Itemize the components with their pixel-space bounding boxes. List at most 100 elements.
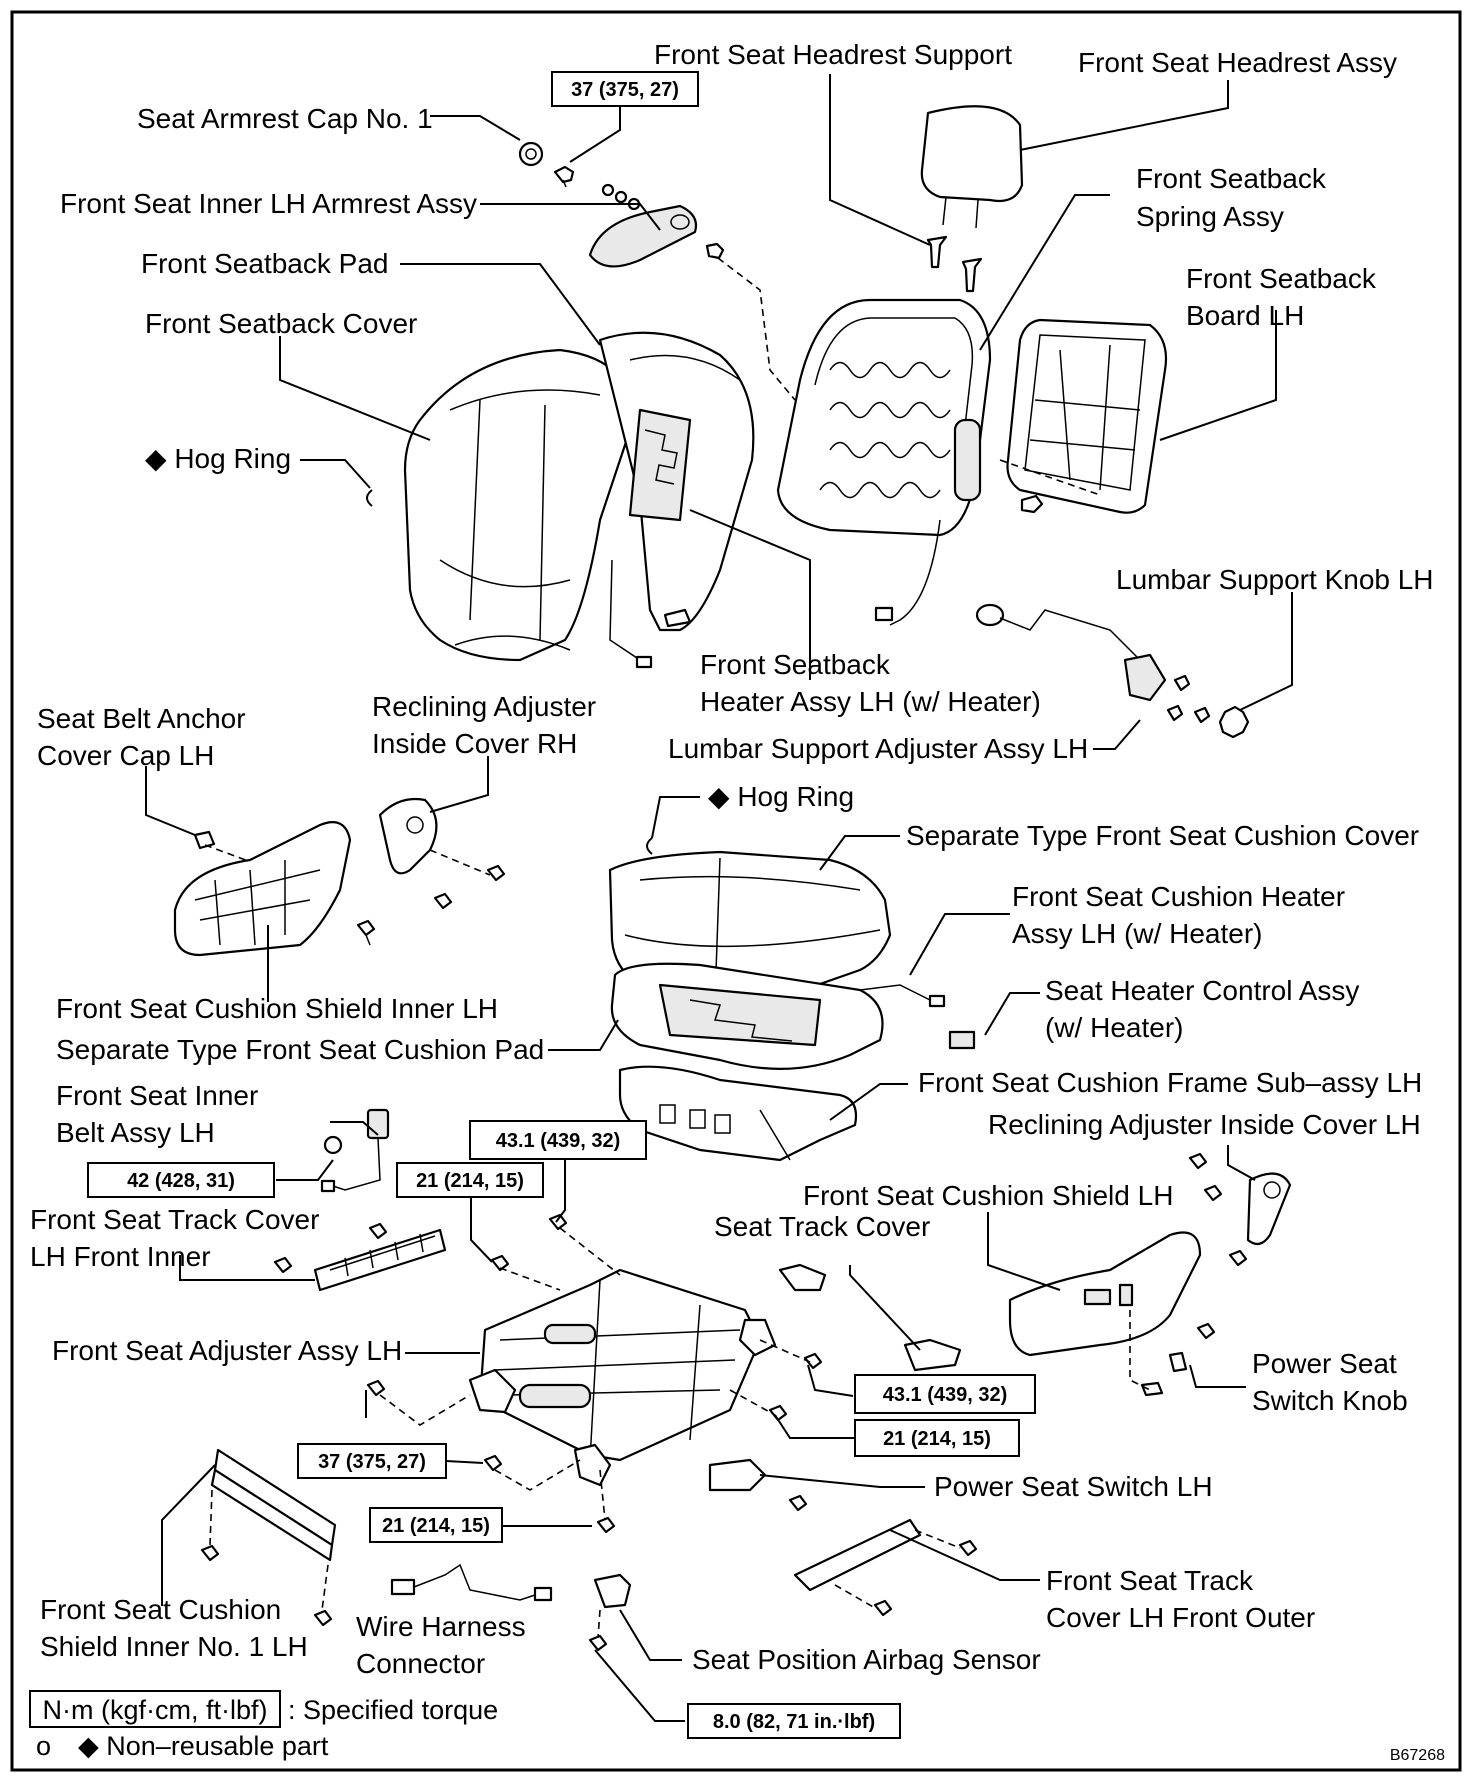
- label-reclining-adjuster-inside-cover-rh-2: Inside Cover RH: [372, 728, 577, 759]
- label-hog-ring-upper: ◆ Hog Ring: [145, 443, 291, 474]
- torque-box-adjuster-front-left: 37 (375, 27): [297, 1443, 447, 1479]
- torque-box-adjuster-bottom: 21 (214, 15): [369, 1507, 503, 1543]
- label-front-seatback-pad: Front Seatback Pad: [141, 248, 388, 279]
- torque-text-adjuster-rear-mid: 43.1 (439, 32): [496, 1130, 621, 1152]
- label-front-seat-cushion-shield-lh: Front Seat Cushion Shield LH: [803, 1180, 1173, 1211]
- label-front-seat-cushion-heater-2: Assy LH (w/ Heater): [1012, 918, 1263, 949]
- label-wire-harness-connector-2: Connector: [356, 1648, 485, 1679]
- label-front-seat-cushion-shield-inner-no1-lh-2: Shield Inner No. 1 LH: [40, 1631, 308, 1662]
- label-front-seat-headrest-support: Front Seat Headrest Support: [654, 39, 1012, 70]
- seatback-heater-drawing: [609, 408, 692, 669]
- figure-code: B67268: [1390, 1747, 1445, 1764]
- wire-harness-drawing: [390, 1563, 553, 1602]
- torque-text-inner-belt: 42 (428, 31): [127, 1170, 235, 1192]
- label-front-seat-adjuster-assy-lh: Front Seat Adjuster Assy LH: [52, 1335, 402, 1366]
- track-cover-inner-drawing: [273, 1222, 447, 1292]
- label-front-seatback-board-lh-1: Front Seatback: [1186, 263, 1377, 294]
- label-power-seat-switch-lh: Power Seat Switch LH: [934, 1471, 1213, 1502]
- label-lumbar-support-adjuster-assy-lh: Lumbar Support Adjuster Assy LH: [668, 733, 1088, 764]
- label-front-seatback-heater-1: Front Seatback: [700, 649, 891, 680]
- label-front-seat-track-cover-lh-front-inner-1: Front Seat Track Cover: [30, 1204, 319, 1235]
- torque-box-adjuster-rear-mid: 43.1 (439, 32): [469, 1120, 647, 1160]
- hog-ring-upper-shape: [366, 489, 373, 507]
- label-front-seatback-heater-2: Heater Assy LH (w/ Heater): [700, 686, 1041, 717]
- label-power-seat-switch-knob-1: Power Seat: [1252, 1348, 1397, 1379]
- headrest-drawing: [920, 105, 1024, 293]
- label-front-seat-track-cover-lh-front-inner-2: LH Front Inner: [30, 1241, 211, 1272]
- reclining-cover-lh-drawing: [1188, 1152, 1292, 1246]
- torque-text-adjuster-bottom: 21 (214, 15): [382, 1515, 490, 1537]
- label-front-seatback-cover: Front Seatback Cover: [145, 308, 417, 339]
- shield-inner-no1-drawing: [200, 1448, 337, 1627]
- legend-torque-desc: : Specified torque: [288, 1695, 498, 1725]
- torque-leaders: [276, 1159, 855, 1722]
- label-power-seat-switch-knob-2: Switch Knob: [1252, 1385, 1408, 1416]
- label-front-seat-cushion-frame-sub-assy-lh: Front Seat Cushion Frame Sub–assy LH: [918, 1067, 1422, 1098]
- hog-ring-lower-shape: [646, 837, 653, 855]
- label-front-seat-inner-lh-armrest-assy: Front Seat Inner LH Armrest Assy: [60, 188, 477, 219]
- torque-text-adjuster-right-2: 21 (214, 15): [883, 1428, 991, 1450]
- torque-box-airbag-sensor: 8.0 (82, 71 in.·lbf): [687, 1703, 901, 1739]
- label-front-seat-headrest-assy: Front Seat Headrest Assy: [1078, 47, 1397, 78]
- cushion-frame-drawing: [618, 1065, 858, 1162]
- label-front-seat-inner-belt-assy-lh-1: Front Seat Inner: [56, 1080, 258, 1111]
- label-separate-type-front-seat-cushion-pad: Separate Type Front Seat Cushion Pad: [56, 1034, 544, 1065]
- torque-text-adjuster-front-left: 37 (375, 27): [318, 1451, 426, 1473]
- label-front-seatback-spring-assy-2: Spring Assy: [1136, 201, 1284, 232]
- cushion-shield-inner-lh-drawing: [173, 821, 376, 957]
- adjuster-bolts: [366, 1213, 823, 1534]
- label-reclining-adjuster-inside-cover-lh: Reclining Adjuster Inside Cover LH: [988, 1109, 1421, 1140]
- label-front-seat-track-cover-lh-front-outer-1: Front Seat Track: [1046, 1565, 1254, 1596]
- leader-lines: [145, 74, 1293, 1661]
- seatback-board-drawing: [999, 318, 1168, 514]
- torque-text-adjuster-right-1: 43.1 (439, 32): [883, 1384, 1008, 1406]
- legend-nonreusable-desc: ◆ Non–reusable part: [78, 1731, 329, 1761]
- label-front-seat-inner-belt-assy-lh-2: Belt Assy LH: [56, 1117, 215, 1148]
- cushion-shield-lh-drawing: [1008, 1231, 1248, 1397]
- hog-ring-upper-text: Hog Ring: [174, 443, 291, 474]
- label-front-seatback-spring-assy-1: Front Seatback: [1136, 163, 1327, 194]
- torque-text-armrest-bolt: 37 (375, 27): [571, 79, 679, 101]
- label-front-seat-cushion-heater-1: Front Seat Cushion Heater: [1012, 881, 1345, 912]
- legend-nonreusable-symbol: o: [36, 1731, 51, 1761]
- cushion-pad-drawing: [610, 962, 976, 1070]
- label-wire-harness-connector-1: Wire Harness: [356, 1611, 526, 1642]
- reclining-cover-rh-drawing: [378, 797, 506, 910]
- label-separate-type-front-seat-cushion-cover: Separate Type Front Seat Cushion Cover: [906, 820, 1419, 851]
- label-reclining-adjuster-inside-cover-rh-1: Reclining Adjuster: [372, 691, 596, 722]
- label-seat-position-airbag-sensor: Seat Position Airbag Sensor: [692, 1644, 1041, 1675]
- legend: N·m (kgf·cm, ft·lbf) : Specified torque …: [29, 1690, 498, 1761]
- label-seat-belt-anchor-cover-cap-1: Seat Belt Anchor: [37, 703, 246, 734]
- armrest-drawing: [518, 141, 796, 401]
- label-seat-belt-anchor-cover-cap-2: Cover Cap LH: [37, 740, 214, 771]
- label-front-seat-cushion-shield-inner-no1-lh-1: Front Seat Cushion: [40, 1594, 281, 1625]
- label-front-seatback-board-lh-2: Board LH: [1186, 300, 1304, 331]
- label-front-seat-cushion-shield-inner-lh: Front Seat Cushion Shield Inner LH: [56, 993, 498, 1024]
- torque-box-adjuster-right-2: 21 (214, 15): [854, 1419, 1020, 1457]
- seat-track-cover-drawing: [778, 1263, 962, 1372]
- label-seat-heater-control-assy-1: Seat Heater Control Assy: [1045, 975, 1359, 1006]
- track-cover-outer-drawing: [793, 1518, 978, 1617]
- power-seat-switch-drawing: [708, 1458, 808, 1512]
- torque-box-adjuster-right-1: 43.1 (439, 32): [854, 1374, 1036, 1414]
- inner-belt-drawing: [320, 1108, 390, 1193]
- label-hog-ring-lower: ◆ Hog Ring: [708, 781, 854, 812]
- torque-text-adjuster-rear-left: 21 (214, 15): [416, 1170, 524, 1192]
- airbag-sensor-drawing: [588, 1573, 632, 1652]
- torque-text-airbag-sensor: 8.0 (82, 71 in.·lbf): [713, 1711, 875, 1733]
- label-seat-heater-control-assy-2: (w/ Heater): [1045, 1012, 1183, 1043]
- seat-adjuster-drawing: [468, 1268, 777, 1487]
- legend-torque-unit: N·m (kgf·cm, ft·lbf): [43, 1695, 268, 1725]
- lumbar-adjuster-drawing: [975, 603, 1250, 739]
- seatback-cover-drawing: [403, 348, 633, 662]
- seatback-frame-drawing: [776, 298, 992, 626]
- label-front-seat-track-cover-lh-front-outer-2: Cover LH Front Outer: [1046, 1602, 1315, 1633]
- diagram-frame: [10, 10, 1462, 1772]
- torque-box-adjuster-rear-left: 21 (214, 15): [396, 1162, 544, 1198]
- torque-box-armrest-bolt: 37 (375, 27): [551, 71, 699, 107]
- hog-ring-lower-text: Hog Ring: [737, 781, 854, 812]
- torque-box-inner-belt: 42 (428, 31): [87, 1162, 275, 1198]
- label-lumbar-support-knob-lh: Lumbar Support Knob LH: [1116, 564, 1434, 595]
- label-seat-armrest-cap-no1: Seat Armrest Cap No. 1: [137, 103, 433, 134]
